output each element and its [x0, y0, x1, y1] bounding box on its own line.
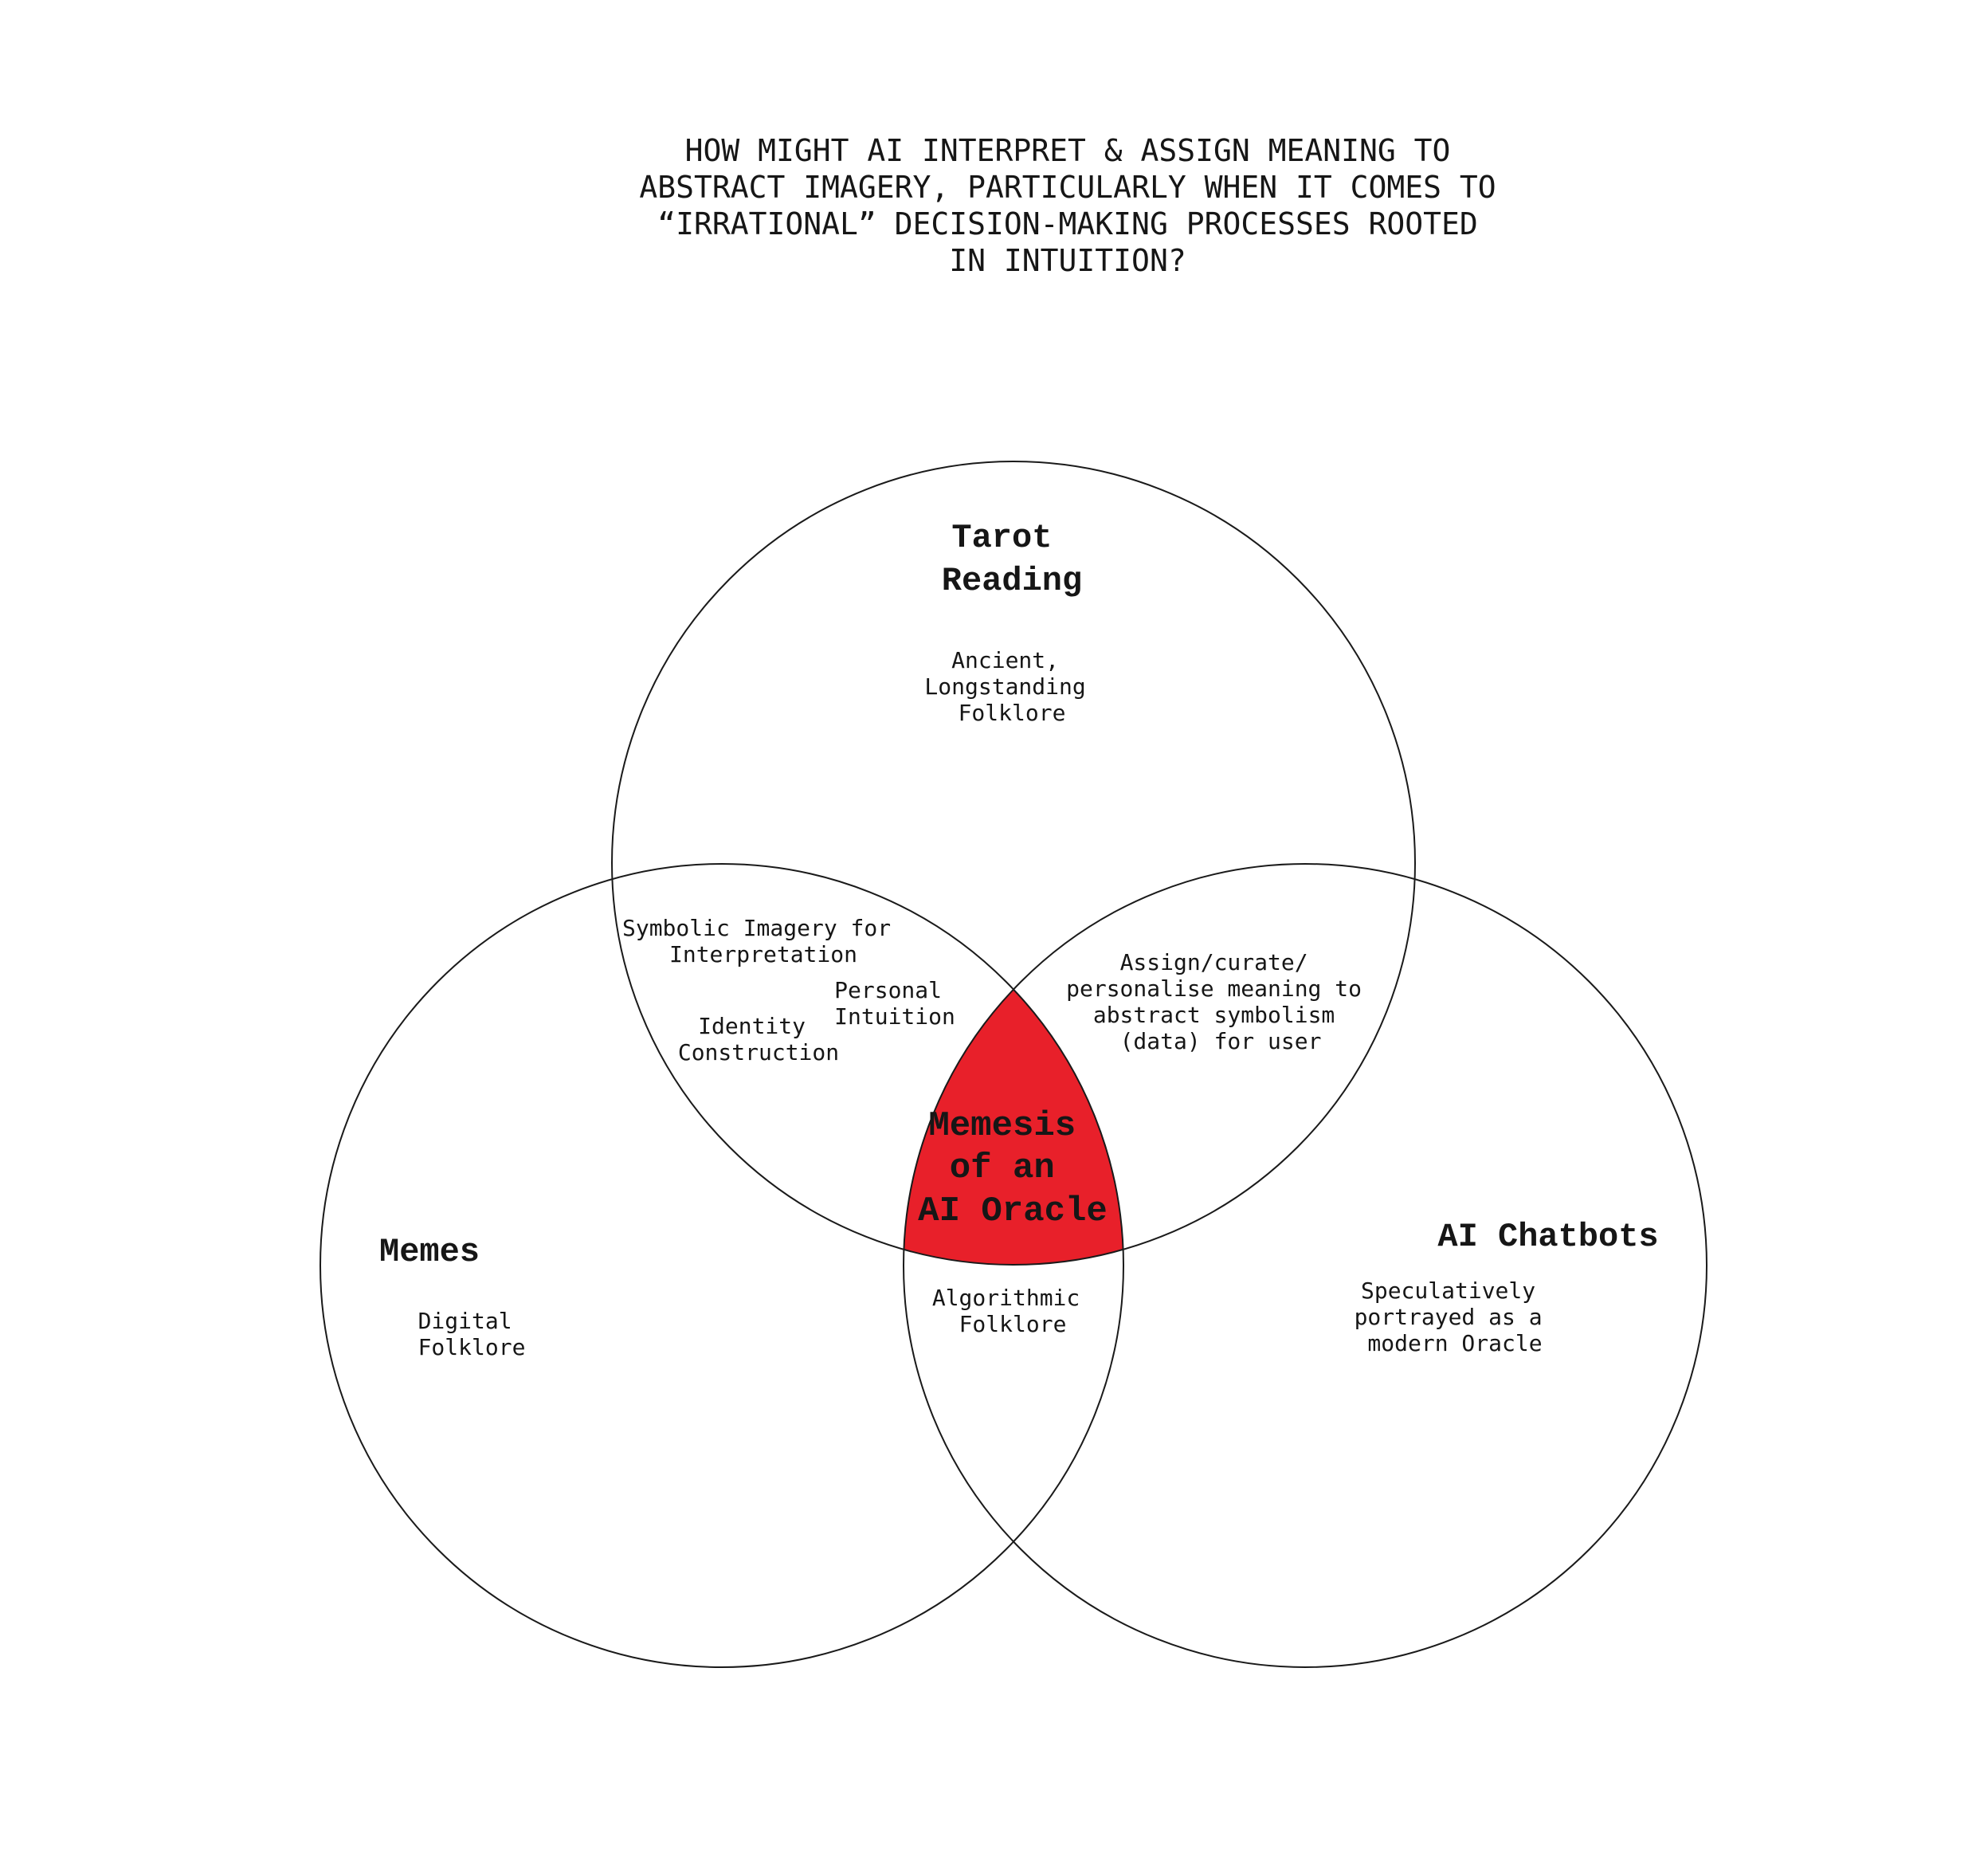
circle-tarot-reading: [611, 461, 1416, 1266]
tarot-note: Ancient, Longstanding Folklore: [924, 647, 1099, 726]
chatbots-title: AI Chatbots: [1437, 1218, 1658, 1256]
algorithmic-folklore-label: Algorithmic Folklore: [932, 1285, 1093, 1337]
circle-ai-chatbots: [903, 863, 1707, 1668]
assign-meaning-label: Assign/curate/ personalise meaning to ab…: [1066, 949, 1375, 1054]
chatbots-note: Speculatively portrayed as a modern Orac…: [1355, 1277, 1556, 1356]
circle-memes: [320, 863, 1124, 1668]
memes-title: Memes: [379, 1233, 480, 1271]
research-question: HOW MIGHT AI INTERPRET & ASSIGN MEANING …: [639, 133, 1496, 278]
identity-construction-label: Identity Construction: [678, 1013, 839, 1066]
symbolic-imagery-label: Symbolic Imagery for Interpretation: [622, 915, 904, 967]
memes-note: Digital Folklore: [418, 1308, 526, 1360]
tarot-title: Tarot Reading: [942, 519, 1082, 600]
center-label: Memesis of an AI Oracle: [918, 1106, 1108, 1231]
personal-intuition-label: Personal Intuition: [834, 977, 955, 1030]
